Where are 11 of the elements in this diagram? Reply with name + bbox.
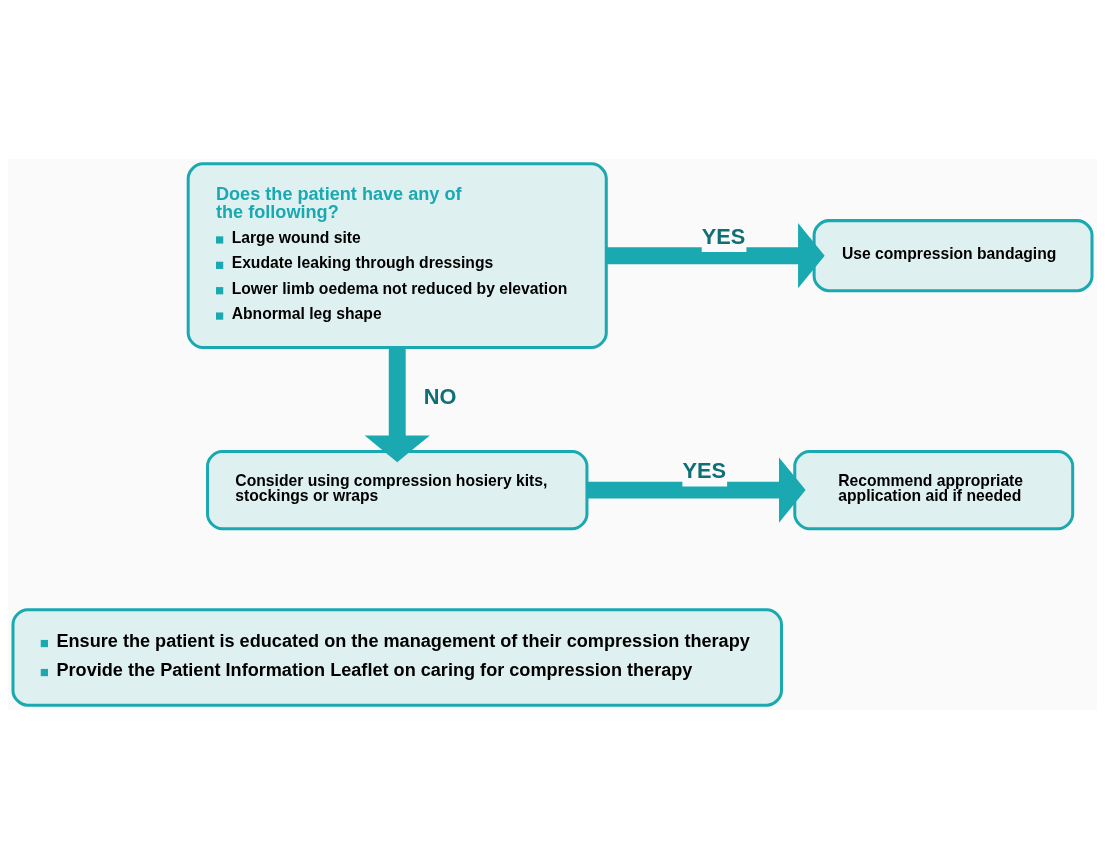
arrow	[364, 347, 430, 462]
node-box: Recommend appropriate application aid if needed	[793, 449, 1075, 530]
edge-label: YES	[701, 223, 746, 249]
node-box: Does the patient have any of the following? Large wound site Exudate leaking through dressings Lower limb oedema not reduced by elevation Abnormal leg shape	[186, 161, 608, 349]
edge-label: YES	[682, 457, 726, 483]
edge-label: NO	[423, 383, 457, 409]
arrow	[587, 456, 806, 523]
node-box: Ensure the patient is educated on the management of their compression therapy Provide the Patient Information Leaflet on caring for compression therapy	[11, 607, 783, 707]
node-box: Use compression bandaging	[812, 218, 1094, 292]
arrow	[606, 222, 825, 288]
node-box: Consider using compression hosiery kits, stockings or wraps	[206, 449, 589, 530]
